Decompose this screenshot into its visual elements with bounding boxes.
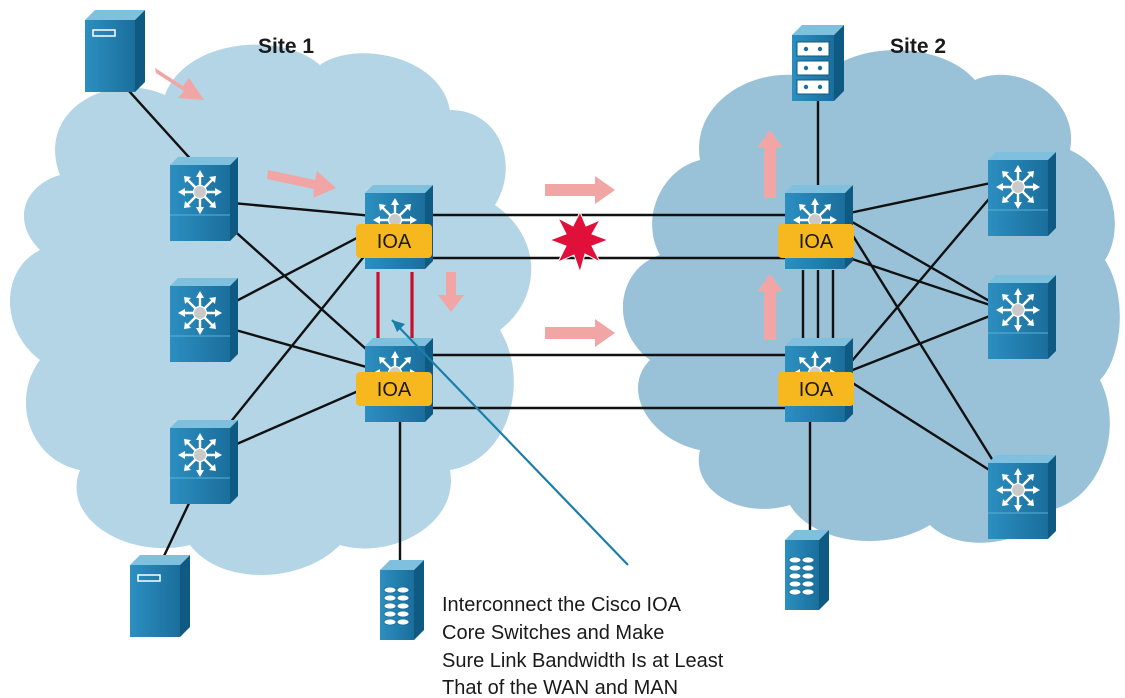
traffic-flow-arrows xyxy=(155,68,783,347)
flow-arrow-access-to-core xyxy=(267,170,336,198)
ioa-badge: IOA xyxy=(356,372,432,406)
ioa-label: IOA xyxy=(799,231,834,253)
multilayer-switch-icon xyxy=(168,418,240,506)
flow-arrow-server-to-cloud xyxy=(155,68,204,100)
multilayer-switch-icon xyxy=(986,453,1058,541)
multilayer-switch-icon xyxy=(168,276,240,364)
storage-array-icon xyxy=(784,529,830,611)
flow-arrow-site2-up-bottom xyxy=(757,274,783,340)
site1-cloud xyxy=(10,44,532,576)
storage-array-icon xyxy=(379,559,425,641)
server-icon xyxy=(791,24,845,102)
network-links xyxy=(109,69,1007,576)
caption-line: Core Switches and Make xyxy=(442,622,664,644)
ioa-label: IOA xyxy=(377,379,412,401)
flow-arrow-wan-top xyxy=(545,176,615,204)
site2-title: Site 2 xyxy=(890,35,946,58)
site1-title: Site 1 xyxy=(258,35,314,58)
ioa-label: IOA xyxy=(799,379,834,401)
caption-line: Interconnect the Cisco IOA xyxy=(442,594,682,616)
ioa-badge: IOA xyxy=(356,224,432,258)
multilayer-switch-icon xyxy=(168,155,240,243)
multilayer-switch-icon xyxy=(986,150,1058,238)
ioa-label: IOA xyxy=(377,231,412,253)
caption: Interconnect the Cisco IOA Core Switches… xyxy=(442,594,724,698)
caption-line: That of the WAN and MAN xyxy=(442,677,678,698)
flow-arrow-wan-bottom xyxy=(545,319,615,347)
multilayer-switch-icon xyxy=(986,273,1058,361)
ioa-badge: IOA xyxy=(778,224,854,258)
callout-arrowhead xyxy=(392,320,405,332)
caption-line: Sure Link Bandwidth Is at Least xyxy=(442,650,724,672)
ioa-badge: IOA xyxy=(778,372,854,406)
server-icon xyxy=(129,554,191,638)
flow-arrow-site2-up-top xyxy=(757,130,783,198)
core-interconnect-links xyxy=(376,272,414,345)
callout-line xyxy=(391,319,629,566)
server-icon xyxy=(84,9,146,93)
flow-arrow-core-down xyxy=(438,272,464,312)
link-failure-icon xyxy=(548,210,610,274)
